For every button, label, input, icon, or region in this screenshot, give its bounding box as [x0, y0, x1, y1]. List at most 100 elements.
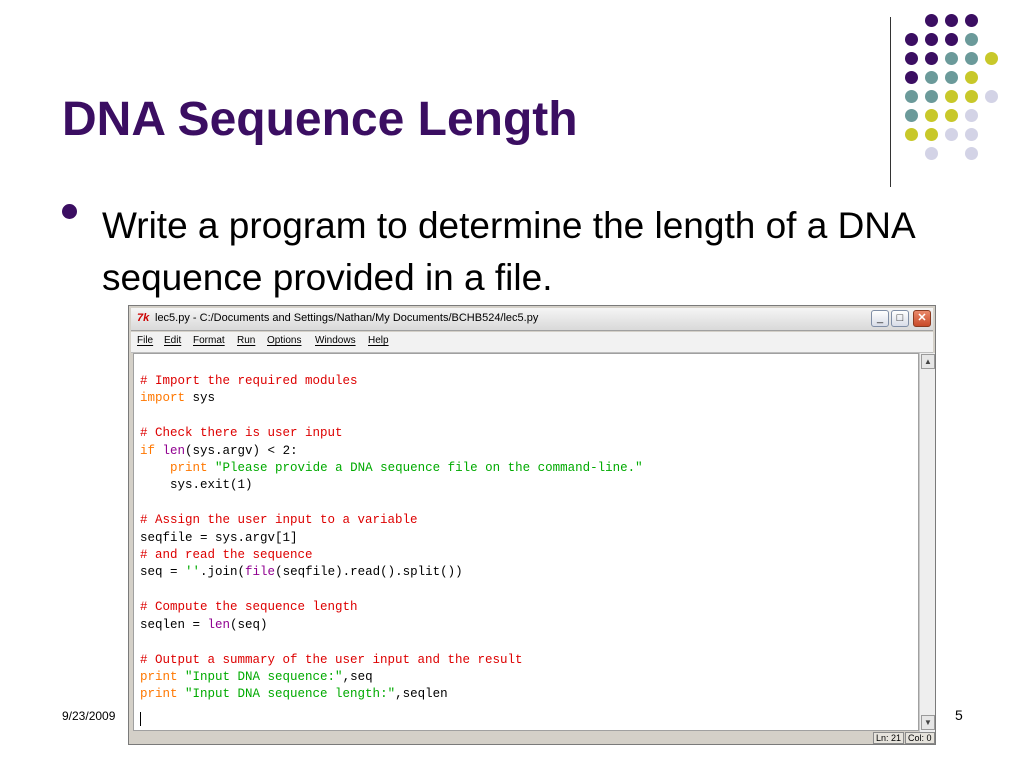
decorative-dot — [905, 33, 918, 46]
vertical-scrollbar[interactable]: ▲ ▼ — [919, 353, 935, 733]
status-line: Ln: 21 — [873, 732, 905, 744]
decorative-dot — [905, 71, 918, 84]
decorative-dot — [925, 52, 938, 65]
code-line: # Output a summary of the user input and… — [140, 653, 523, 667]
menu-bar: File Edit Format Run Options Windows Hel… — [131, 332, 933, 353]
menu-windows[interactable]: Windows — [315, 335, 356, 346]
code-token-default — [155, 444, 163, 458]
code-token-keyword: print — [140, 687, 178, 702]
menu-run[interactable]: Run — [237, 335, 256, 346]
decorative-dot — [945, 109, 958, 122]
decorative-dot — [945, 90, 958, 103]
code-token-default — [208, 461, 216, 475]
page-number: 5 — [955, 707, 963, 723]
code-token-string: "Input DNA sequence:" — [185, 669, 343, 684]
bullet-icon — [62, 204, 77, 219]
code-token-comment: # Check there is user input — [140, 426, 343, 441]
tk-icon: 7k — [137, 312, 150, 324]
decorative-dot — [965, 147, 978, 160]
menu-help[interactable]: Help — [368, 335, 389, 346]
decorative-dot — [925, 71, 938, 84]
code-token-default: (sys.argv) < 2: — [185, 443, 298, 458]
code-token-default: sys — [185, 391, 216, 406]
decorative-dot — [925, 90, 938, 103]
close-button[interactable]: ✕ — [913, 310, 931, 327]
code-line: # and read the sequence — [140, 548, 313, 562]
decorative-dot — [945, 71, 958, 84]
scroll-up-icon[interactable]: ▲ — [921, 354, 935, 369]
decorative-dot — [925, 109, 938, 122]
decorative-dot — [965, 109, 978, 122]
code-token-string: "Input DNA sequence length:" — [185, 687, 396, 702]
code-token-comment: # Assign the user input to a variable — [140, 513, 418, 528]
code-token-builtin: file — [245, 565, 276, 580]
code-line: # Import the required modules — [140, 374, 358, 388]
code-token-comment: # Output a summary of the user input and… — [140, 652, 523, 667]
decorative-divider — [890, 17, 891, 187]
menu-format[interactable]: Format — [193, 335, 225, 346]
decorative-dot — [965, 52, 978, 65]
decorative-dot — [925, 14, 938, 27]
decorative-dot — [945, 14, 958, 27]
decorative-dot — [965, 90, 978, 103]
code-line: seqfile = sys.argv[1] — [140, 531, 298, 545]
code-token-default: seq = — [140, 565, 186, 580]
code-token-comment: # Import the required modules — [140, 374, 358, 388]
slide-title: DNA Sequence Length — [62, 93, 578, 146]
decorative-dot — [965, 33, 978, 46]
text-cursor — [140, 712, 141, 726]
code-token-default: ,seq — [342, 669, 373, 684]
code-token-keyword: if — [140, 443, 156, 458]
code-line: # Check there is user input — [140, 426, 343, 440]
code-token-keyword: print — [140, 669, 178, 684]
decorative-dot — [905, 52, 918, 65]
window-titlebar[interactable]: 7k lec5.py - C:/Documents and Settings/N… — [131, 308, 933, 331]
decorative-dot — [905, 90, 918, 103]
decorative-dot — [965, 128, 978, 141]
idle-editor-window: 7k lec5.py - C:/Documents and Settings/N… — [128, 305, 936, 745]
code-token-string: "Please provide a DNA sequence file on t… — [215, 461, 643, 476]
decorative-dot — [945, 128, 958, 141]
decorative-dot — [925, 147, 938, 160]
status-bar: Ln: 21 Col: 0 — [131, 732, 935, 744]
decorative-dot — [985, 90, 998, 103]
decorative-dot — [985, 52, 998, 65]
code-token-builtin: len — [207, 617, 231, 632]
decorative-dot — [945, 33, 958, 46]
code-line: print "Input DNA sequence:",seq — [140, 670, 373, 684]
decorative-dot — [925, 33, 938, 46]
code-line: print "Please provide a DNA sequence fil… — [140, 461, 643, 475]
decorative-dot — [905, 128, 918, 141]
decorative-dot — [965, 14, 978, 27]
code-line: import sys — [140, 391, 215, 405]
menu-edit[interactable]: Edit — [164, 335, 182, 346]
menu-options[interactable]: Options — [267, 335, 302, 346]
code-token-default: sys.exit(1) — [140, 478, 253, 493]
code-line: print "Input DNA sequence length:",seqle… — [140, 687, 448, 701]
scroll-down-icon[interactable]: ▼ — [921, 715, 935, 730]
status-col: Col: 0 — [905, 732, 935, 744]
minimize-button[interactable]: _ — [871, 310, 889, 327]
code-token-builtin: len — [162, 443, 186, 458]
maximize-button[interactable]: □ — [891, 310, 909, 327]
code-line: # Assign the user input to a variable — [140, 513, 418, 527]
code-line: seq = ''.join(file(seqfile).read().split… — [140, 565, 463, 579]
code-line: seqlen = len(seq) — [140, 618, 268, 632]
code-token-default: ,seqlen — [395, 687, 448, 702]
decorative-dot — [945, 52, 958, 65]
code-token-default: seqlen = — [140, 617, 208, 632]
code-editor[interactable]: # Import the required modules import sys… — [133, 353, 919, 731]
decorative-dot — [965, 71, 978, 84]
code-token-default: seqfile = sys.argv[1] — [140, 530, 298, 545]
decorative-dot-grid — [905, 14, 1015, 164]
code-token-string: '' — [185, 565, 201, 580]
code-token-default — [140, 461, 170, 475]
decorative-dot — [905, 109, 918, 122]
code-text[interactable]: # Import the required modules import sys… — [140, 373, 643, 704]
footer-date: 9/23/2009 — [62, 709, 116, 723]
menu-file[interactable]: File — [137, 335, 154, 346]
bullet-text: Write a program to determine the length … — [102, 205, 914, 298]
code-token-comment: # and read the sequence — [140, 548, 313, 563]
decorative-dot — [925, 128, 938, 141]
code-token-comment: # Compute the sequence length — [140, 600, 358, 615]
